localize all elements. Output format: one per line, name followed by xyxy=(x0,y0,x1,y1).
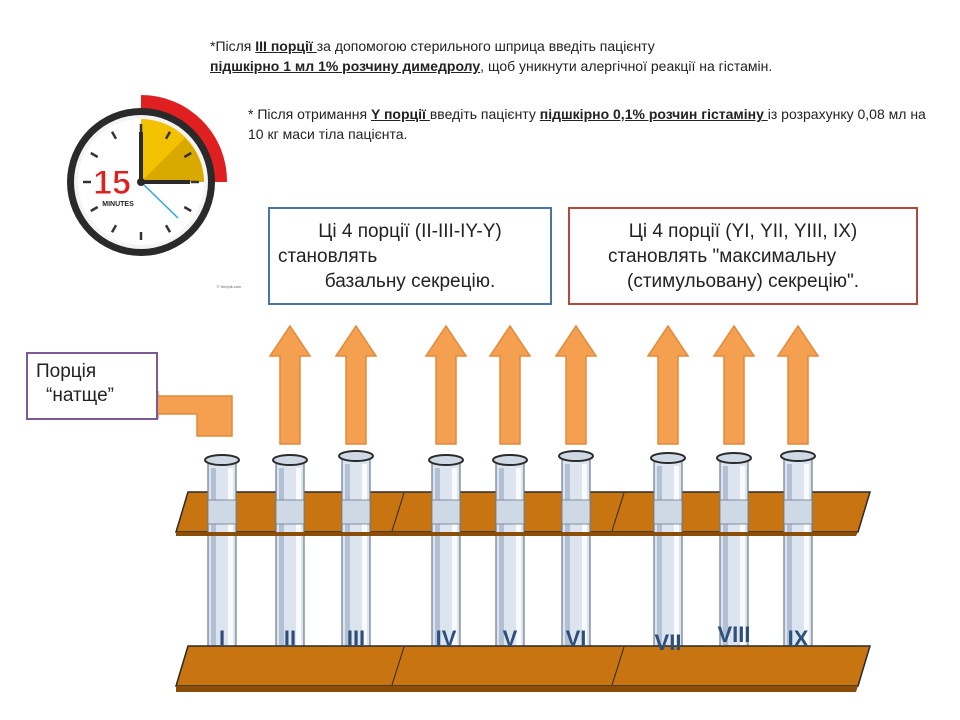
tube-collar xyxy=(719,499,749,525)
up-arrow xyxy=(776,324,820,445)
max-box-line3: (стимульовану) секрецію". xyxy=(627,271,859,292)
tube-collar xyxy=(783,499,813,525)
up-arrow xyxy=(424,324,468,445)
rack-base xyxy=(174,532,872,692)
tubes-group xyxy=(204,450,816,691)
tube-collar xyxy=(275,499,305,525)
basal-box-line2: становлять xyxy=(278,246,378,267)
clock-credit: © freepik.com xyxy=(217,284,242,289)
up-arrow xyxy=(488,324,532,445)
tube-label: III xyxy=(347,626,365,651)
tube-collar xyxy=(431,499,461,525)
max-box-line1: Ці 4 порції (YІ, YІІ, YІІІ, ІХ) xyxy=(628,221,858,242)
note1-dose: підшкірно 1 мл 1% розчину димедролу xyxy=(210,58,481,74)
up-arrow xyxy=(646,324,690,445)
basal-box-line3: базальну секрецію. xyxy=(324,271,496,292)
clock-unit: MINUTES xyxy=(102,201,134,208)
up-arrow xyxy=(554,324,598,445)
tube-collar xyxy=(653,499,683,525)
note-dimedrol: *Після ІІІ порції за допомогою стерильно… xyxy=(210,36,930,76)
tube-label: VI xyxy=(566,626,587,651)
tube-label: VIII xyxy=(717,622,750,647)
tube-label: V xyxy=(503,626,518,651)
tube-label: IX xyxy=(788,626,809,651)
note2-suffix: із розрахунку 0,08 мл на 10 кг маси тіла… xyxy=(248,106,926,142)
fasting-box-line2: “натще” xyxy=(46,385,114,406)
tube-collar xyxy=(207,499,237,525)
note2-dose: підшкірно 0,1% розчин гістаміну xyxy=(539,106,768,122)
note-histamine: * Після отримання Y порції введіть паціє… xyxy=(248,104,928,144)
note2-mid: введіть пацієнту xyxy=(429,106,540,122)
basal-secretion-box: Ці 4 порції (ІІ-ІІІ-ІY-Y) становлять баз… xyxy=(268,207,552,305)
tube-label: VII xyxy=(655,630,682,655)
note1-suffix: , щоб уникнути алергічної реакції на гіс… xyxy=(480,58,773,74)
fasting-box-line1: Порція xyxy=(36,361,97,382)
clock-number: 15 xyxy=(93,164,131,202)
tube-collar xyxy=(341,499,371,525)
fasting-portion-box: Порція “натще” xyxy=(26,352,158,420)
tube-label: II xyxy=(284,626,296,651)
tube-collar xyxy=(561,499,591,525)
up-arrow xyxy=(268,324,312,445)
max-secretion-box: Ці 4 порції (YІ, YІІ, YІІІ, ІХ) становля… xyxy=(568,207,918,305)
clock-second-hand xyxy=(140,181,179,219)
tube-label: I xyxy=(219,626,225,651)
tube-label: IV xyxy=(436,626,457,651)
note1-portion: ІІІ порції xyxy=(255,38,317,54)
note2-portion: Y порції xyxy=(371,106,430,122)
note1-prefix: *Після xyxy=(210,38,256,54)
arrows-group xyxy=(268,324,820,445)
note2-prefix: * Після отримання xyxy=(248,106,371,122)
up-arrow xyxy=(334,324,378,445)
note1-mid: за допомогою стерильного шприца введіть … xyxy=(316,38,655,54)
max-box-line2: становлять "максимальну xyxy=(608,246,837,267)
up-arrow xyxy=(712,324,756,445)
timer-clock-icon: 15 MINUTES © freepik.com xyxy=(67,95,242,289)
basal-box-line1: Ці 4 порції (ІІ-ІІІ-ІY-Y) xyxy=(318,221,502,242)
tube-collar xyxy=(495,499,525,525)
